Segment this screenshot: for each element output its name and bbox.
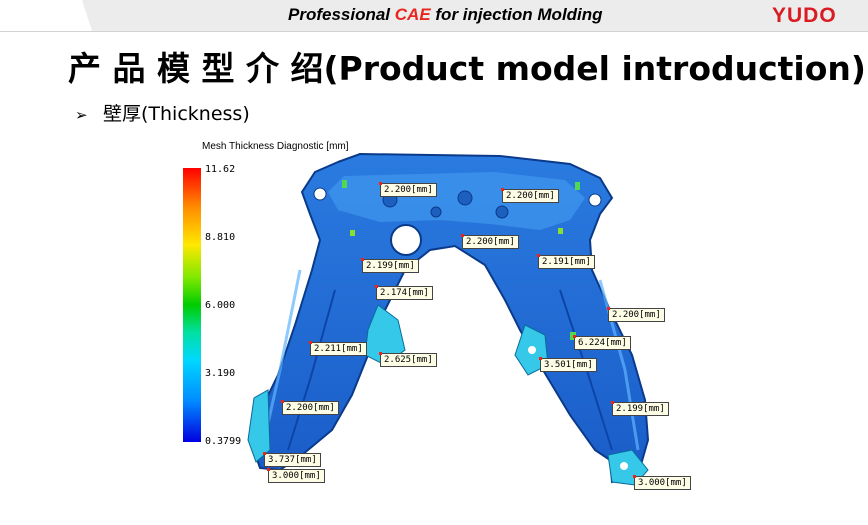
- thickness-color-scale: [183, 168, 201, 442]
- thickness-annotation: 2.200[mm]: [501, 188, 559, 203]
- diagnostic-title: Mesh Thickness Diagnostic [mm]: [202, 141, 349, 152]
- thickness-annotation: 2.625[mm]: [379, 352, 437, 367]
- thickness-annotation: 2.211[mm]: [309, 341, 367, 356]
- scale-label-3: 6.000: [205, 300, 236, 311]
- thickness-annotation: 2.200[mm]: [461, 234, 519, 249]
- bullet-item: ➢ 壁厚(Thickness): [75, 99, 250, 126]
- header-title: Professional CAE for injection Molding: [288, 5, 603, 24]
- thickness-annotation: 2.200[mm]: [607, 307, 665, 322]
- thickness-annotation: 2.200[mm]: [379, 182, 437, 197]
- thickness-annotation: 2.199[mm]: [361, 258, 419, 273]
- thickness-annotation: 3.000[mm]: [267, 468, 325, 483]
- header-title-accent: CAE: [394, 5, 431, 24]
- bullet-text: 壁厚(Thickness): [103, 103, 250, 125]
- scale-label-2: 8.810: [205, 232, 236, 243]
- thickness-annotation: 2.200[mm]: [281, 400, 339, 415]
- thickness-annotation: 2.191[mm]: [537, 254, 595, 269]
- yudo-logo: YUDO: [772, 4, 837, 27]
- scale-label-4: 3.190: [205, 368, 236, 379]
- bullet-arrow-icon: ➢: [75, 106, 88, 124]
- thickness-annotation: 3.000[mm]: [633, 475, 691, 490]
- scale-label-min: 0.3799: [205, 436, 242, 447]
- thickness-annotation: 2.199[mm]: [611, 401, 669, 416]
- header-bar: Professional CAE for injection Molding Y…: [0, 0, 868, 32]
- header-tab: [0, 0, 92, 31]
- thickness-annotation: 3.501[mm]: [539, 357, 597, 372]
- thickness-annotation: 2.174[mm]: [375, 285, 433, 300]
- scale-label-max: 11.62: [205, 164, 236, 175]
- thickness-annotation: 3.737[mm]: [263, 452, 321, 467]
- thickness-annotation: 6.224[mm]: [573, 335, 631, 350]
- product-model-image: [247, 152, 650, 486]
- slide-title: 产 品 模 型 介 绍(Product model introduction): [68, 49, 866, 88]
